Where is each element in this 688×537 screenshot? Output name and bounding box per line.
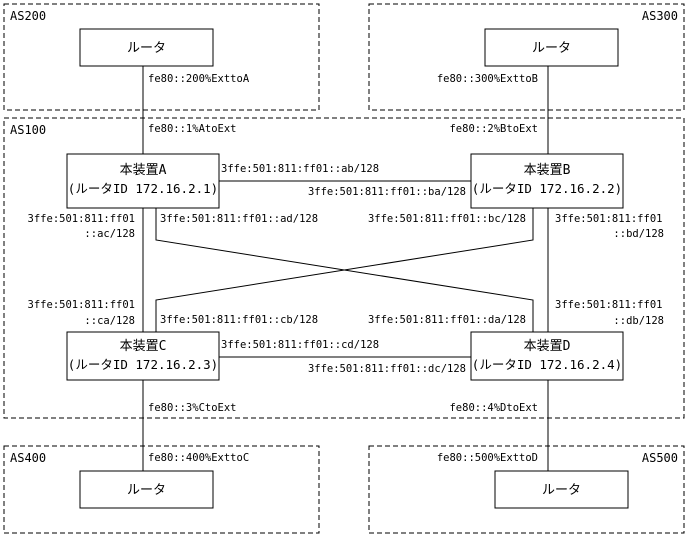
addr-ca-line2: ::ca/128 [84,315,135,327]
device-a-router-id: (ルータID 172.16.2.1) [68,181,218,196]
device-d: 本装置D (ルータID 172.16.2.4) [470,331,624,381]
addr-cd: 3ffe:501:811:ff01::cd/128 [221,339,379,351]
addr-bd-line1: 3ffe:501:811:ff01 [555,213,662,225]
addr-ab: 3ffe:501:811:ff01::ab/128 [221,163,379,175]
device-c-title: 本装置C [120,339,167,354]
device-b: 本装置B (ルータID 172.16.2.2) [470,153,624,209]
addr-ext-c: fe80::400%ExttoC [148,452,249,464]
addr-ext-d: fe80::500%ExttoD [437,452,538,464]
addr-c-ext: fe80::3%CtoExt [148,402,237,414]
addr-ba: 3ffe:501:811:ff01::ba/128 [308,186,466,198]
as100-boundary [3,117,685,419]
addr-dc: 3ffe:501:811:ff01::dc/128 [308,363,466,375]
as300-label: AS300 [642,9,678,23]
addr-ext-b: fe80::300%ExttoB [437,73,538,85]
as500-label: AS500 [642,451,678,465]
as100-label: AS100 [10,123,46,137]
addr-ca-line1: 3ffe:501:811:ff01 [28,299,135,311]
router-as500-label: ルータ [542,483,581,498]
as300-boundary [368,3,685,111]
addr-cb: 3ffe:501:811:ff01::cb/128 [160,314,318,326]
addr-ac-line1: 3ffe:501:811:ff01 [28,213,135,225]
as400-boundary [3,445,320,534]
router-as400-label: ルータ [127,483,166,498]
device-b-title: 本装置B [524,163,571,178]
router-as400: ルータ [79,470,214,509]
as200-boundary [3,3,320,111]
as200-label: AS200 [10,9,46,23]
device-d-router-id: (ルータID 172.16.2.4) [472,357,622,372]
router-as300-label: ルータ [532,41,571,56]
device-a: 本装置A (ルータID 172.16.2.1) [66,153,220,209]
link-b-c [155,208,534,332]
device-b-router-id: (ルータID 172.16.2.2) [472,181,622,196]
addr-ad: 3ffe:501:811:ff01::ad/128 [160,213,318,225]
addr-db-line2: ::db/128 [613,315,664,327]
addr-a-ext: fe80::1%AtoExt [148,123,237,135]
device-c: 本装置C (ルータID 172.16.2.3) [66,331,220,381]
router-as300: ルータ [484,28,619,67]
addr-ac-line2: ::ac/128 [84,228,135,240]
as500-boundary [368,445,685,534]
addr-bd-line2: ::bd/128 [613,228,664,240]
addr-da: 3ffe:501:811:ff01::da/128 [368,314,526,326]
device-a-title: 本装置A [120,163,167,178]
router-as500: ルータ [494,470,629,509]
addr-db-line1: 3ffe:501:811:ff01 [555,299,662,311]
addr-d-ext: fe80::4%DtoExt [449,402,538,414]
device-d-title: 本装置D [524,339,571,354]
addr-b-ext: fe80::2%BtoExt [449,123,538,135]
as400-label: AS400 [10,451,46,465]
router-as200: ルータ [79,28,214,67]
router-as200-label: ルータ [127,41,166,56]
device-c-router-id: (ルータID 172.16.2.3) [68,357,218,372]
addr-bc: 3ffe:501:811:ff01::bc/128 [368,213,526,225]
addr-ext-a: fe80::200%ExttoA [148,73,250,85]
